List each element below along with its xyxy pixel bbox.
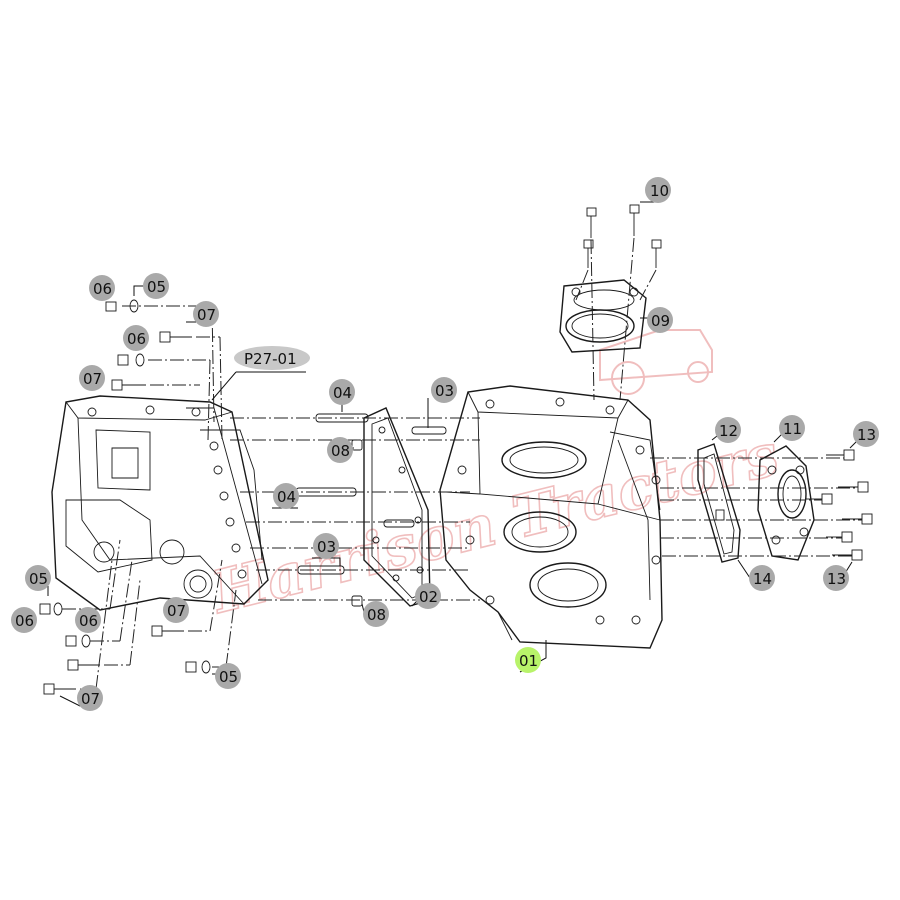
callout-01: 01: [519, 652, 538, 670]
callout-05: 05: [219, 668, 238, 686]
callout-06: 06: [127, 330, 146, 348]
callout-07: 07: [167, 602, 186, 620]
callout-06: 06: [15, 612, 34, 630]
callout-13: 13: [827, 570, 846, 588]
callout-03: 03: [317, 538, 336, 556]
callout-05: 05: [29, 570, 48, 588]
callout-10: 10: [650, 182, 669, 200]
callout-04: 04: [277, 488, 296, 506]
callout-11: 11: [783, 420, 802, 438]
bolts-13: [806, 449, 873, 561]
assembly-label-text: P27-01: [244, 350, 297, 368]
callout-07: 07: [81, 690, 100, 708]
alignment-lines: [62, 237, 862, 690]
callout-04: 04: [333, 384, 352, 402]
cover-11: [757, 445, 815, 561]
callout-12: 12: [719, 422, 738, 440]
assembly-label: P27-01: [211, 346, 310, 401]
callout-07: 07: [197, 306, 216, 324]
callout-13: 13: [857, 426, 876, 444]
callout-06: 06: [79, 612, 98, 630]
callout-06: 06: [93, 280, 112, 298]
callout-02: 02: [419, 588, 438, 606]
left-housing: [51, 395, 269, 611]
callout-07: 07: [83, 370, 102, 388]
callouts: 10 09 06 05 07 06 07 04 03 08: [11, 177, 879, 711]
callout-08: 08: [331, 442, 350, 460]
callout-01-highlight: [515, 647, 541, 673]
left-fasteners: [39, 299, 211, 695]
bolts-10: [583, 204, 662, 268]
callout-09: 09: [651, 312, 670, 330]
callout-08: 08: [367, 606, 386, 624]
main-housing: [439, 385, 663, 649]
gasket-12: [697, 443, 741, 563]
callout-05: 05: [147, 278, 166, 296]
collar-09: [559, 279, 647, 353]
callout-14: 14: [753, 570, 772, 588]
callout-03: 03: [435, 382, 454, 400]
